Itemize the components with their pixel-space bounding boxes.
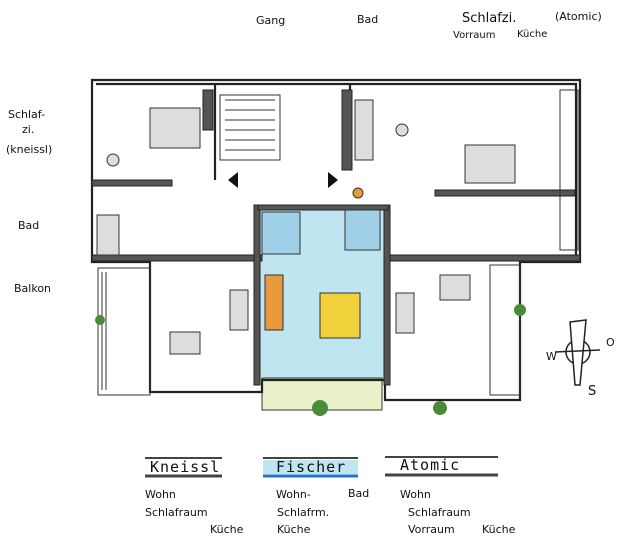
compass-west: W xyxy=(546,350,557,363)
legend-title: Kneissl xyxy=(150,458,220,476)
table-atomic xyxy=(439,274,471,301)
table-kneissl xyxy=(169,331,201,355)
arrow-icon xyxy=(328,172,338,188)
compass-south: S xyxy=(588,384,596,399)
chair xyxy=(106,153,120,167)
chair xyxy=(352,187,364,199)
wall-segment xyxy=(257,204,389,211)
wall-segment xyxy=(91,179,173,187)
legend-kneissl: Kneissl Wohn Schlafraum Küche xyxy=(145,457,244,536)
wall-segment xyxy=(384,254,581,262)
wall-segment xyxy=(434,189,576,197)
legend-room: Wohn xyxy=(145,488,176,501)
legend-room: Schlafraum xyxy=(408,506,471,519)
bed-atomic xyxy=(464,144,516,184)
chair xyxy=(395,123,409,137)
bed-fischer xyxy=(319,292,361,339)
plant-icon xyxy=(312,400,328,416)
wall-segment xyxy=(91,254,263,262)
label-vorraum: Vorraum xyxy=(453,30,495,41)
stairwell xyxy=(219,94,281,161)
legend-fischer: Fischer Wohn- Schlafrm. Küche Bad xyxy=(263,457,369,536)
wall-segment xyxy=(253,204,261,386)
label-schlaf: Schlaf- xyxy=(8,108,45,121)
label-zi: zi. xyxy=(22,123,34,136)
plant-icon xyxy=(95,315,105,325)
legend-room: Bad xyxy=(348,487,369,500)
legend-room: Küche xyxy=(277,523,311,536)
label-kueche: Küche xyxy=(517,29,547,40)
label-kneissl: (kneissl) xyxy=(6,143,52,156)
bathroom-fischer xyxy=(344,209,381,251)
bed-kneissl xyxy=(149,107,201,149)
legend-atomic: Atomic Wohn Schlafraum Vorraum Küche xyxy=(385,456,516,536)
label-bad-left: Bad xyxy=(18,219,39,232)
bathtub-kneissl xyxy=(96,214,120,256)
arrow-icon xyxy=(228,172,238,188)
label-atomic: (Atomic) xyxy=(555,10,602,23)
wall-segment xyxy=(202,89,214,131)
legend-room: Schlafraum xyxy=(145,506,208,519)
wall-segment xyxy=(383,204,391,386)
label-bad: Bad xyxy=(357,13,378,26)
wall-segment xyxy=(341,89,353,171)
sofa-kneissl xyxy=(229,289,249,331)
sofa-fischer xyxy=(264,274,284,331)
label-balkon: Balkon xyxy=(14,282,51,295)
legend-room: Wohn- xyxy=(276,488,311,501)
plant-icon xyxy=(433,401,447,415)
compass-icon xyxy=(554,319,601,386)
balcony-atomic-top xyxy=(559,89,579,251)
sofa-atomic xyxy=(395,292,415,334)
balcony-kneissl xyxy=(97,267,151,396)
legend-room: Küche xyxy=(482,523,516,536)
legend-title: Atomic xyxy=(400,456,460,474)
balcony-atomic xyxy=(489,264,521,396)
legend-room: Küche xyxy=(210,523,244,536)
legend-room: Vorraum xyxy=(408,523,455,536)
plant-icon xyxy=(514,304,526,316)
legend-title: Fischer xyxy=(276,458,346,476)
compass-east: O xyxy=(606,336,615,349)
bathtub-atomic xyxy=(354,99,374,161)
kitchen-fischer xyxy=(261,211,301,255)
label-schlafzi: Schlafzi. xyxy=(462,11,516,26)
legend-room: Wohn xyxy=(400,488,431,501)
legend-room: Schlafrm. xyxy=(277,506,329,519)
label-gang: Gang xyxy=(256,14,285,27)
